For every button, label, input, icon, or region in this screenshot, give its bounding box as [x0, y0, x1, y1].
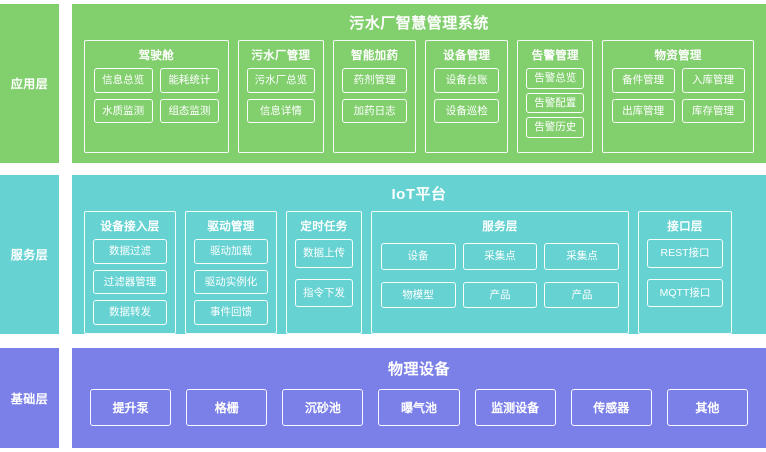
group-equipment-management[interactable]: 设备管理 设备台账 设备巡检 [425, 40, 509, 153]
chip-plant-overview[interactable]: 污水厂总览 [246, 68, 316, 93]
chip-driver-instantiation[interactable]: 驱动实例化 [194, 269, 268, 294]
chip-list-smart-dosing: 药剂管理 加药日志 [342, 68, 408, 123]
chip-inbound-management[interactable]: 入库管理 [681, 68, 745, 93]
group-title-smart-dosing: 智能加药 [351, 50, 399, 62]
group-material-management[interactable]: 物资管理 备件管理 入库管理 出库管理 库存管理 [602, 40, 755, 153]
chip-product-2[interactable]: 产品 [544, 281, 620, 308]
group-service-layer-inner[interactable]: 服务层 设备 采集点 采集点 物模型 产品 产品 [371, 211, 629, 334]
group-smart-dosing[interactable]: 智能加药 药剂管理 加药日志 [333, 40, 417, 153]
chip-alarm-overview[interactable]: 告警总览 [526, 68, 585, 89]
chip-inventory-management[interactable]: 库存管理 [681, 98, 745, 123]
chip-list-cockpit: 信息总览 能耗统计 水质监测 组态监测 [93, 68, 220, 123]
chip-spare-parts-management[interactable]: 备件管理 [611, 68, 675, 93]
chip-list-device-access-layer: 数据过滤 过滤器管理 数据转发 [93, 239, 167, 325]
layer-tag-foundation: 基础层 [0, 348, 59, 448]
chip-event-feedback[interactable]: 事件回馈 [194, 300, 268, 325]
group-title-driver-management: 驱动管理 [207, 221, 255, 233]
device-monitoring-equipment[interactable]: 监测设备 [474, 389, 556, 426]
chip-water-quality-monitoring[interactable]: 水质监测 [93, 98, 153, 123]
application-layer-title: 污水厂智慧管理系统 [349, 15, 489, 32]
chip-outbound-management[interactable]: 出库管理 [611, 98, 675, 123]
device-aeration-tank[interactable]: 曝气池 [378, 389, 460, 426]
service-group-track: 设备接入层 数据过滤 过滤器管理 数据转发 驱动管理 驱动加载 驱动实例化 事件… [72, 211, 766, 334]
chip-energy-stats[interactable]: 能耗统计 [159, 68, 220, 93]
group-scheduled-tasks[interactable]: 定时任务 数据上传 指令下发 [286, 211, 362, 334]
chip-thing-model[interactable]: 物模型 [380, 281, 456, 308]
group-alarm-management[interactable]: 告警管理 告警总览 告警配置 告警历史 [517, 40, 594, 153]
chip-equipment-inspection[interactable]: 设备巡检 [434, 98, 500, 123]
foundation-layer-body: 物理设备 提升泵 格栅 沉砂池 曝气池 监测设备 传感器 其他 [72, 348, 766, 448]
layer-tag-application: 应用层 [0, 4, 59, 163]
chip-alarm-config[interactable]: 告警配置 [526, 92, 585, 113]
chip-list-scheduled-tasks: 数据上传 指令下发 [295, 239, 353, 307]
group-title-cockpit: 驾驶舱 [138, 50, 174, 62]
group-title-material-management: 物资管理 [654, 50, 702, 62]
device-grit-chamber[interactable]: 沉砂池 [282, 389, 364, 426]
device-grille[interactable]: 格栅 [186, 389, 268, 426]
group-title-interface-layer: 接口层 [667, 221, 703, 233]
chip-list-alarm-management: 告警总览 告警配置 告警历史 [526, 68, 585, 138]
foundation-layer-title: 物理设备 [387, 361, 450, 378]
application-layer: 应用层 污水厂智慧管理系统 驾驶舱 信息总览 能耗统计 水质监测 组态监测 污水… [0, 4, 766, 163]
chip-alarm-history[interactable]: 告警历史 [526, 117, 585, 138]
chip-list-equipment-management: 设备台账 设备巡检 [434, 68, 500, 123]
group-title-service-layer-inner: 服务层 [482, 221, 518, 233]
device-sensor[interactable]: 传感器 [570, 389, 652, 426]
group-device-access-layer[interactable]: 设备接入层 数据过滤 过滤器管理 数据转发 [84, 211, 176, 334]
group-plant-management[interactable]: 污水厂管理 污水厂总览 信息详情 [237, 40, 325, 153]
layer-tag-service: 服务层 [0, 175, 59, 334]
group-interface-layer[interactable]: 接口层 REST接口 MQTT接口 [638, 211, 732, 334]
chip-list-material-management: 备件管理 入库管理 出库管理 库存管理 [611, 68, 745, 123]
chip-collection-point-1[interactable]: 采集点 [462, 243, 538, 270]
chip-driver-loading[interactable]: 驱动加载 [194, 239, 268, 264]
group-title-device-access-layer: 设备接入层 [100, 221, 160, 233]
chip-list-driver-management: 驱动加载 驱动实例化 事件回馈 [194, 239, 268, 325]
group-cockpit[interactable]: 驾驶舱 信息总览 能耗统计 水质监测 组态监测 [84, 40, 229, 153]
group-driver-management[interactable]: 驱动管理 驱动加载 驱动实例化 事件回馈 [185, 211, 277, 334]
chip-mqtt-interface[interactable]: MQTT接口 [647, 278, 723, 307]
chip-data-filter[interactable]: 数据过滤 [93, 239, 167, 264]
chip-filter-management[interactable]: 过滤器管理 [93, 269, 167, 294]
device-other[interactable]: 其他 [666, 389, 748, 426]
group-title-scheduled-tasks: 定时任务 [300, 221, 348, 233]
chip-command-dispatch[interactable]: 指令下发 [295, 278, 353, 307]
service-layer: 服务层 IoT平台 设备接入层 数据过滤 过滤器管理 数据转发 驱动管理 驱动加… [0, 175, 766, 334]
chip-list-plant-management: 污水厂总览 信息详情 [246, 68, 316, 123]
chip-rest-interface[interactable]: REST接口 [647, 239, 723, 268]
application-layer-body: 污水厂智慧管理系统 驾驶舱 信息总览 能耗统计 水质监测 组态监测 污水厂管理 … [72, 4, 766, 163]
device-track: 提升泵 格栅 沉砂池 曝气池 监测设备 传感器 其他 [72, 379, 766, 436]
chip-reagent-management[interactable]: 药剂管理 [342, 68, 408, 93]
chip-data-forwarding[interactable]: 数据转发 [93, 300, 167, 325]
chip-product-1[interactable]: 产品 [462, 281, 538, 308]
chip-collection-point-2[interactable]: 采集点 [544, 243, 620, 270]
chip-dosing-log[interactable]: 加药日志 [342, 98, 408, 123]
chip-scada-monitoring[interactable]: 组态监测 [159, 98, 220, 123]
service-layer-title: IoT平台 [391, 186, 447, 203]
chip-list-service-layer-inner: 设备 采集点 采集点 物模型 产品 产品 [380, 239, 620, 308]
chip-equipment-ledger[interactable]: 设备台账 [434, 68, 500, 93]
chip-info-overview[interactable]: 信息总览 [93, 68, 153, 93]
chip-data-upload[interactable]: 数据上传 [295, 239, 353, 268]
group-title-alarm-management: 告警管理 [531, 50, 579, 62]
chip-list-interface-layer: REST接口 MQTT接口 [647, 239, 723, 307]
foundation-layer: 基础层 物理设备 提升泵 格栅 沉砂池 曝气池 监测设备 传感器 其他 [0, 348, 766, 448]
chip-info-detail[interactable]: 信息详情 [246, 98, 316, 123]
service-layer-body: IoT平台 设备接入层 数据过滤 过滤器管理 数据转发 驱动管理 驱动加载 驱动… [72, 175, 766, 334]
application-group-track: 驾驶舱 信息总览 能耗统计 水质监测 组态监测 污水厂管理 污水厂总览 信息详情 [72, 40, 766, 153]
chip-device[interactable]: 设备 [380, 243, 456, 270]
group-title-equipment-management: 设备管理 [443, 50, 491, 62]
device-lift-pump[interactable]: 提升泵 [90, 389, 172, 426]
group-title-plant-management: 污水厂管理 [251, 50, 311, 62]
